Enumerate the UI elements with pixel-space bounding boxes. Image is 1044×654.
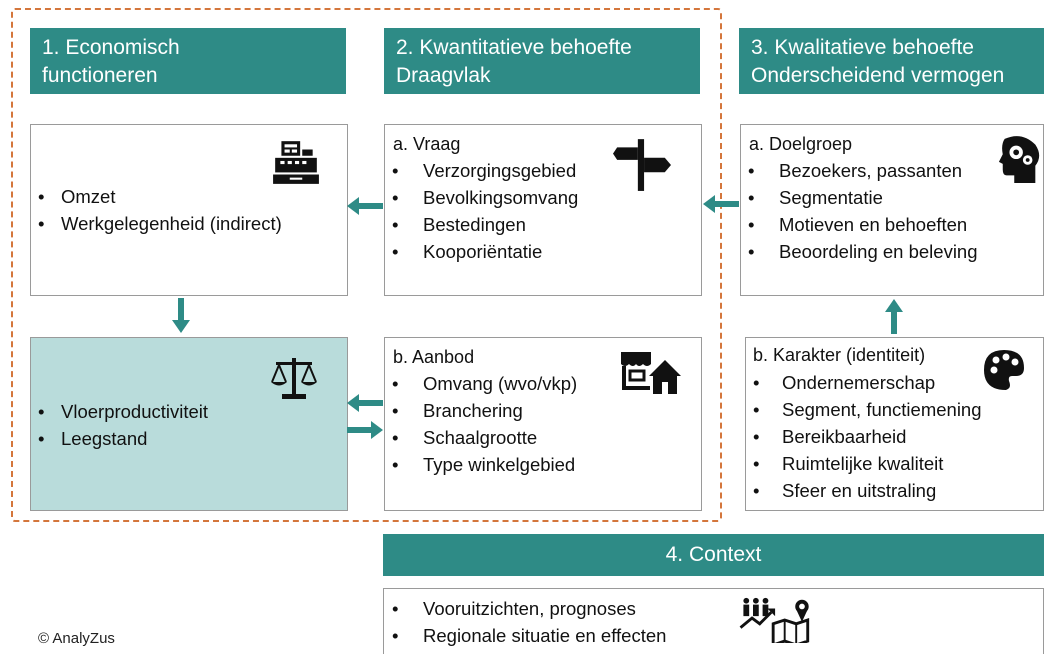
cash-register-icon: [273, 141, 319, 184]
vloerproductiviteit-list: Vloerproductiviteit Leegstand: [35, 398, 208, 452]
box-title: b. Karakter (identiteit): [753, 345, 926, 365]
list-item: Bereikbaarheid: [750, 423, 982, 450]
list-item: Branchering: [389, 397, 577, 424]
list-item: Leegstand: [35, 425, 208, 452]
list-item: Regionale situatie en effecten: [389, 622, 666, 649]
arrow-karakter-to-doelgroep: [885, 299, 903, 334]
header-economisch-functioneren: 1. Economisch functioneren: [30, 28, 346, 94]
shop-house-icon: [621, 352, 681, 394]
list-item: Schaalgrootte: [389, 424, 577, 451]
list-item: Bestedingen: [389, 211, 578, 238]
list-item: Werkgelegenheid (indirect): [35, 210, 282, 237]
box-karakter: b. Karakter (identiteit) Ondernemerschap…: [745, 337, 1044, 511]
list-item: Segment, functiemening: [750, 396, 982, 423]
box-title: a. Vraag: [393, 134, 461, 154]
quantitative-group-border: [11, 8, 722, 522]
people-trend-map-icon: [739, 597, 810, 643]
box-aanbod: b. Aanbod Omvang (wvo/vkp) Branchering S…: [384, 337, 702, 511]
aanbod-list: Omvang (wvo/vkp) Branchering Schaalgroot…: [389, 370, 577, 478]
header-kwantitatieve-behoefte: 2. Kwantitatieve behoefte Draagvlak: [384, 28, 700, 94]
header-line: 2. Kwantitatieve behoefte: [396, 36, 632, 59]
header-line: 1. Economisch: [42, 36, 180, 59]
signpost-icon: [613, 139, 671, 191]
karakter-list: Ondernemerschap Segment, functiemening B…: [750, 369, 982, 504]
arrow-doelgroep-to-vraag: [703, 195, 739, 213]
list-item: Bevolkingsomvang: [389, 184, 578, 211]
box-vloerproductiviteit: Vloerproductiviteit Leegstand: [30, 337, 348, 511]
header-line: 4. Context: [665, 543, 762, 566]
palette-icon: [984, 350, 1024, 390]
box-omzet: Omzet Werkgelegenheid (indirect): [30, 124, 348, 296]
doelgroep-list: Bezoekers, passanten Segmentatie Motieve…: [745, 157, 978, 265]
arrow-vraag-to-omzet: [347, 197, 383, 215]
list-item: Motieven en behoeften: [745, 211, 978, 238]
list-item: Type winkelgebied: [389, 451, 577, 478]
header-line: Draagvlak: [396, 64, 491, 87]
box-context: Vooruitzichten, prognoses Regionale situ…: [383, 588, 1044, 654]
box-title: a. Doelgroep: [749, 134, 853, 154]
list-item: Omvang (wvo/vkp): [389, 370, 577, 397]
header-context: 4. Context: [383, 534, 1044, 576]
vraag-list: Verzorgingsgebied Bevolkingsomvang Beste…: [389, 157, 578, 265]
list-item: Verzorgingsgebied: [389, 157, 578, 184]
box-doelgroep: a. Doelgroep Bezoekers, passanten Segmen…: [740, 124, 1044, 296]
list-item: Ruimtelijke kwaliteit: [750, 450, 982, 477]
scales-icon: [271, 358, 317, 399]
header-kwalitatieve-behoefte: 3. Kwalitatieve behoefte Onderscheidend …: [739, 28, 1044, 94]
header-line: Onderscheidend vermogen: [751, 64, 1005, 87]
header-line: functioneren: [42, 64, 158, 87]
list-item: Ondernemerschap: [750, 369, 982, 396]
arrow-vloerproductiviteit-to-aanbod: [347, 421, 383, 439]
arrow-aanbod-to-vloerproductiviteit: [347, 394, 383, 412]
copyright-text: © AnalyZus: [38, 630, 115, 647]
list-item: Vooruitzichten, prognoses: [389, 595, 666, 622]
context-list: Vooruitzichten, prognoses Regionale situ…: [389, 595, 666, 649]
list-item: Sfeer en uitstraling: [750, 477, 982, 504]
list-item: Omzet: [35, 183, 282, 210]
box-vraag: a. Vraag Verzorgingsgebied Bevolkingsomv…: [384, 124, 702, 296]
list-item: Segmentatie: [745, 184, 978, 211]
arrow-omzet-to-vloerproductiviteit: [172, 298, 190, 333]
list-item: Vloerproductiviteit: [35, 398, 208, 425]
omzet-list: Omzet Werkgelegenheid (indirect): [35, 183, 282, 237]
list-item: Bezoekers, passanten: [745, 157, 978, 184]
list-item: Kooporiëntatie: [389, 238, 578, 265]
header-line: 3. Kwalitatieve behoefte: [751, 36, 974, 59]
head-gears-icon: [998, 136, 1040, 183]
box-title: b. Aanbod: [393, 347, 475, 367]
list-item: Beoordeling en beleving: [745, 238, 978, 265]
